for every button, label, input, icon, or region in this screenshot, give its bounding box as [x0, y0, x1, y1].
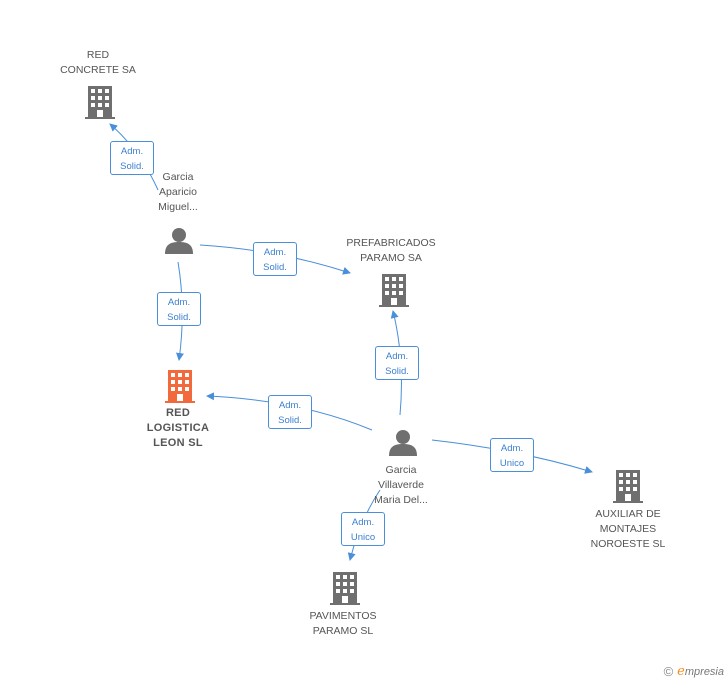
garcia-villaverde-label-line: Garcia — [385, 464, 417, 476]
prefabricados-label-line: PREFABRICADOS — [346, 237, 436, 249]
relation-role: Adm. — [351, 517, 375, 528]
pavimentos-building-icon[interactable] — [330, 572, 360, 605]
garcia-aparicio-label-line: Garcia — [162, 171, 194, 183]
relation-box-aparicio-red-logistica: Adm. Solid. — [157, 292, 201, 326]
garcia-aparicio-label-line: Aparicio — [159, 186, 197, 198]
pavimentos-label-line: PARAMO SL — [312, 625, 374, 637]
relation-type: Solid. — [167, 312, 191, 323]
relation-type: Unico — [350, 532, 376, 543]
relation-box-villaverde-pavimentos: Adm. Unico — [341, 512, 385, 546]
red-logistica-label-line: RED — [165, 407, 191, 419]
red-logistica-label[interactable]: RED LOGISTICA LEON SL — [147, 406, 210, 451]
auxiliar-label-line: AUXILIAR DE — [595, 508, 661, 520]
red-concrete-building-icon[interactable] — [85, 86, 115, 119]
relation-role: Adm. — [263, 247, 287, 258]
empresia-logo[interactable]: empresia — [677, 664, 724, 679]
relation-role: Adm. — [385, 351, 409, 362]
red-logistica-label-line: LOGISTICA — [146, 422, 210, 434]
auxiliar-label-line: NOROESTE SL — [590, 538, 666, 550]
red-logistica-building-icon[interactable] — [165, 370, 195, 403]
garcia-aparicio-label-line: Miguel... — [158, 201, 198, 213]
relation-role: Adm. — [278, 400, 302, 411]
garcia-villaverde-label[interactable]: Garcia Villaverde Maria Del... — [374, 463, 428, 508]
red-concrete-label-line: CONCRETE SA — [60, 64, 136, 76]
relation-type: Solid. — [278, 415, 302, 426]
garcia-villaverde-person-icon[interactable] — [389, 430, 417, 456]
copyright-icon: © — [663, 664, 674, 679]
pavimentos-label[interactable]: PAVIMENTOS PARAMO SL — [309, 609, 376, 639]
relation-type: Solid. — [120, 161, 144, 172]
relation-type: Solid. — [385, 366, 409, 377]
auxiliar-building-icon[interactable] — [613, 470, 643, 503]
relation-box-villaverde-auxiliar: Adm. Unico — [490, 438, 534, 472]
garcia-villaverde-label-line: Villaverde — [378, 479, 424, 491]
relation-role: Adm. — [167, 297, 191, 308]
pavimentos-label-line: PAVIMENTOS — [309, 610, 377, 622]
garcia-aparicio-label[interactable]: Garcia Aparicio Miguel... — [158, 170, 198, 215]
relation-box-villaverde-red-logistica: Adm. Solid. — [268, 395, 312, 429]
red-logistica-label-line: LEON SL — [153, 437, 203, 449]
prefabricados-label[interactable]: PREFABRICADOS PARAMO SA — [346, 236, 435, 266]
relation-role: Adm. — [500, 443, 524, 454]
garcia-aparicio-person-icon[interactable] — [165, 228, 193, 254]
auxiliar-label-line: MONTAJES — [599, 523, 657, 535]
relation-box-aparicio-red-concrete: Adm. Solid. — [110, 141, 154, 175]
relation-type: Unico — [499, 458, 525, 469]
auxiliar-label[interactable]: AUXILIAR DE MONTAJES NOROESTE SL — [591, 507, 666, 552]
red-concrete-label[interactable]: RED CONCRETE SA — [60, 48, 136, 78]
garcia-villaverde-label-line: Maria Del... — [374, 494, 428, 506]
prefabricados-building-icon[interactable] — [379, 274, 409, 307]
relation-type: Solid. — [263, 262, 287, 273]
prefabricados-label-line: PARAMO SA — [360, 252, 422, 264]
relation-box-villaverde-prefabricados: Adm. Solid. — [375, 346, 419, 380]
red-concrete-label-line: RED — [86, 49, 110, 61]
brand-initial: e — [677, 664, 685, 679]
brand-rest: mpresia — [684, 666, 724, 678]
relation-role: Adm. — [120, 146, 144, 157]
footer-brand: © empresia — [664, 664, 724, 679]
relation-box-aparicio-prefabricados: Adm. Solid. — [253, 242, 297, 276]
